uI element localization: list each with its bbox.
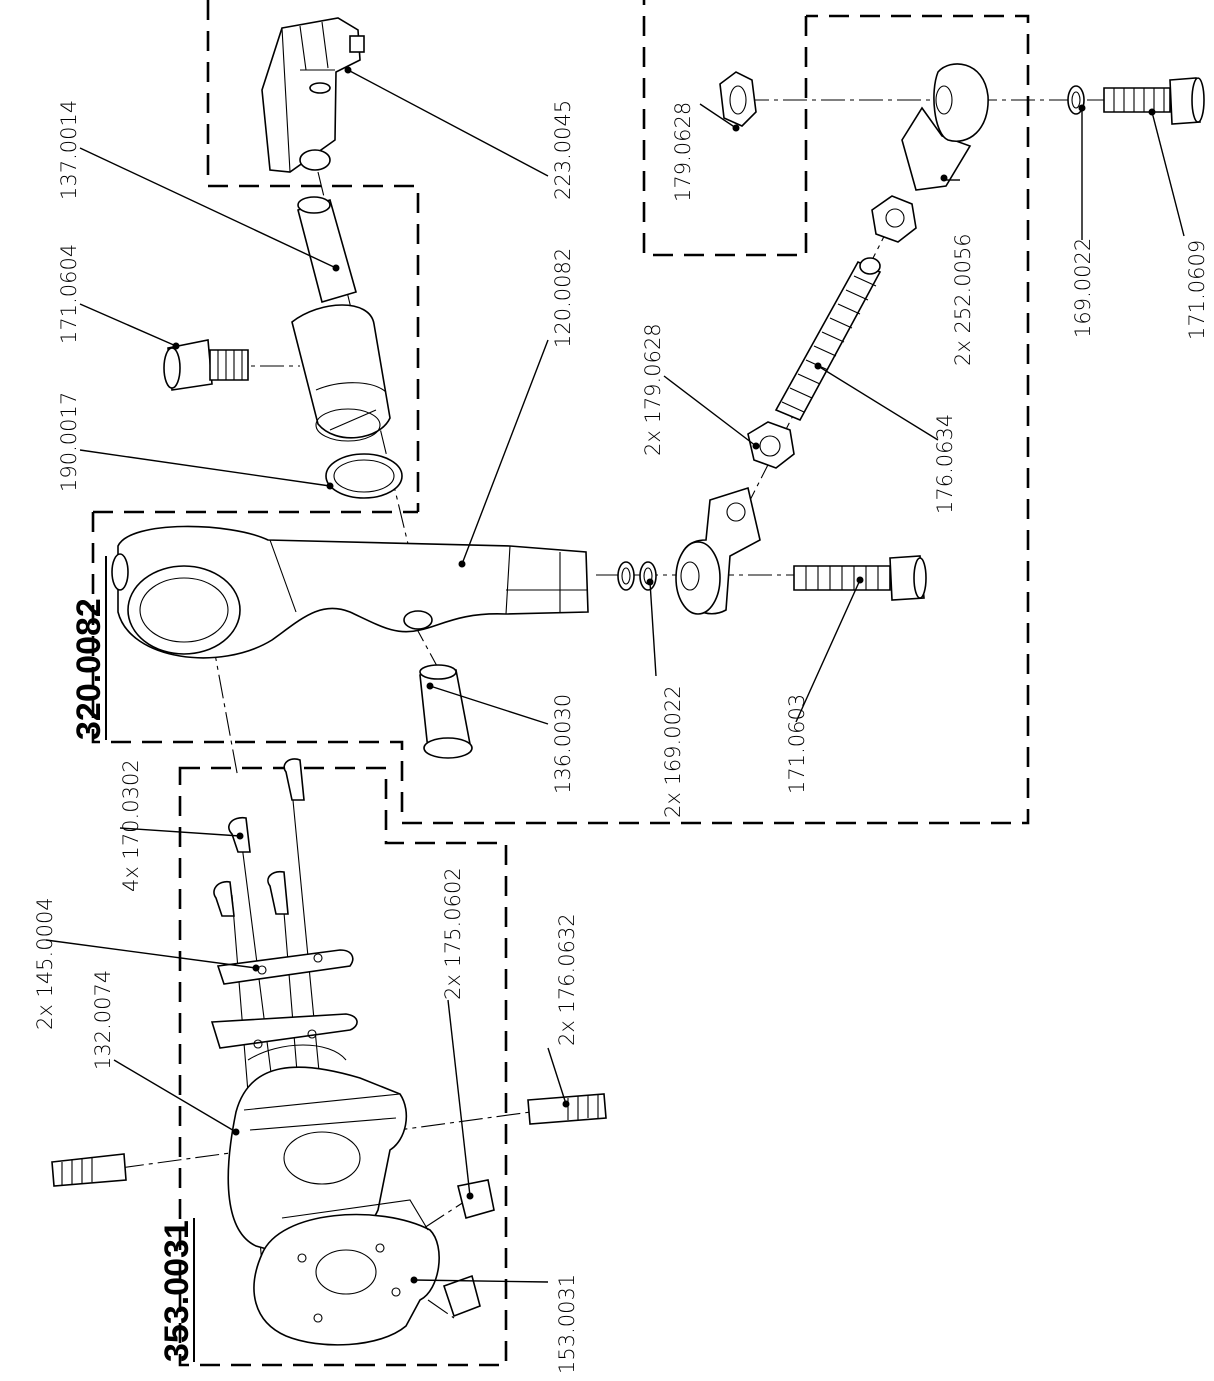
part-washers-lower <box>617 561 657 591</box>
assembly-label-353-0031: 353.0031 <box>158 1220 196 1362</box>
axis-setscrew-bottom <box>427 1299 455 1319</box>
label-179-0628-top: 179.0628 <box>671 102 695 202</box>
label-137-0014: 137.0014 <box>57 100 81 200</box>
boundary-clamp-group <box>206 0 420 512</box>
part-lever-arm <box>111 525 589 659</box>
label-176-0634: 176.0634 <box>933 414 957 514</box>
part-pin <box>419 664 473 759</box>
assembly-label-320-0082: 320.0082 <box>70 598 108 740</box>
part-nut-top <box>719 71 757 127</box>
part-rod-end-upper <box>901 63 989 191</box>
boundary-assembly-320 <box>91 14 1030 825</box>
part-flange <box>253 1199 440 1346</box>
part-setscrews-176-0632 <box>51 1093 607 1187</box>
label-120-0082: 120.0082 <box>551 248 575 348</box>
label-132-0074: 132.0074 <box>91 970 115 1070</box>
part-threaded-rod <box>774 257 882 422</box>
part-plates-145-0004 <box>210 949 358 1049</box>
label-190-0017: 190.0017 <box>57 392 81 492</box>
label-169-0022-2x: 2x 169.0022 <box>661 685 685 818</box>
boundary-assembly-353 <box>178 766 508 1367</box>
label-170-0302: 4x 170.0302 <box>119 759 143 892</box>
label-171-0604: 171.0604 <box>57 244 81 344</box>
part-ring <box>325 453 403 499</box>
label-223-0045: 223.0045 <box>551 100 575 200</box>
part-screw-171-0603 <box>793 555 927 601</box>
part-clamp-block <box>261 17 365 173</box>
label-169-0022: 169.0022 <box>1071 238 1095 338</box>
boundary-rod-end-group <box>642 0 808 257</box>
label-176-0632: 2x 176.0632 <box>555 913 579 1046</box>
label-153-0031: 153.0031 <box>555 1274 579 1374</box>
label-171-0609: 171.0609 <box>1185 240 1209 340</box>
label-252-0056: 2x 252.0056 <box>951 233 975 366</box>
label-171-0603: 171.0603 <box>785 694 809 794</box>
part-screw-171-0609 <box>1103 77 1205 125</box>
label-136-0030: 136.0030 <box>551 694 575 794</box>
part-screw-171-0604 <box>163 339 249 391</box>
part-rod-end-lower <box>675 486 761 615</box>
label-179-0628-2x: 2x 179.0628 <box>641 323 665 456</box>
part-nut-lower <box>747 421 795 469</box>
part-housing <box>227 1044 408 1253</box>
leaders <box>45 66 1185 1284</box>
axis-plate-lines <box>231 789 341 1301</box>
part-shaft <box>291 196 391 442</box>
part-setscrews-175-0602 <box>442 1179 495 1318</box>
axis-pin <box>411 619 451 691</box>
part-nut-upper <box>871 195 917 243</box>
label-175-0602: 2x 175.0602 <box>441 867 465 1000</box>
part-screws-170-0302 <box>213 758 305 917</box>
label-145-0004: 2x 145.0004 <box>33 897 57 1030</box>
